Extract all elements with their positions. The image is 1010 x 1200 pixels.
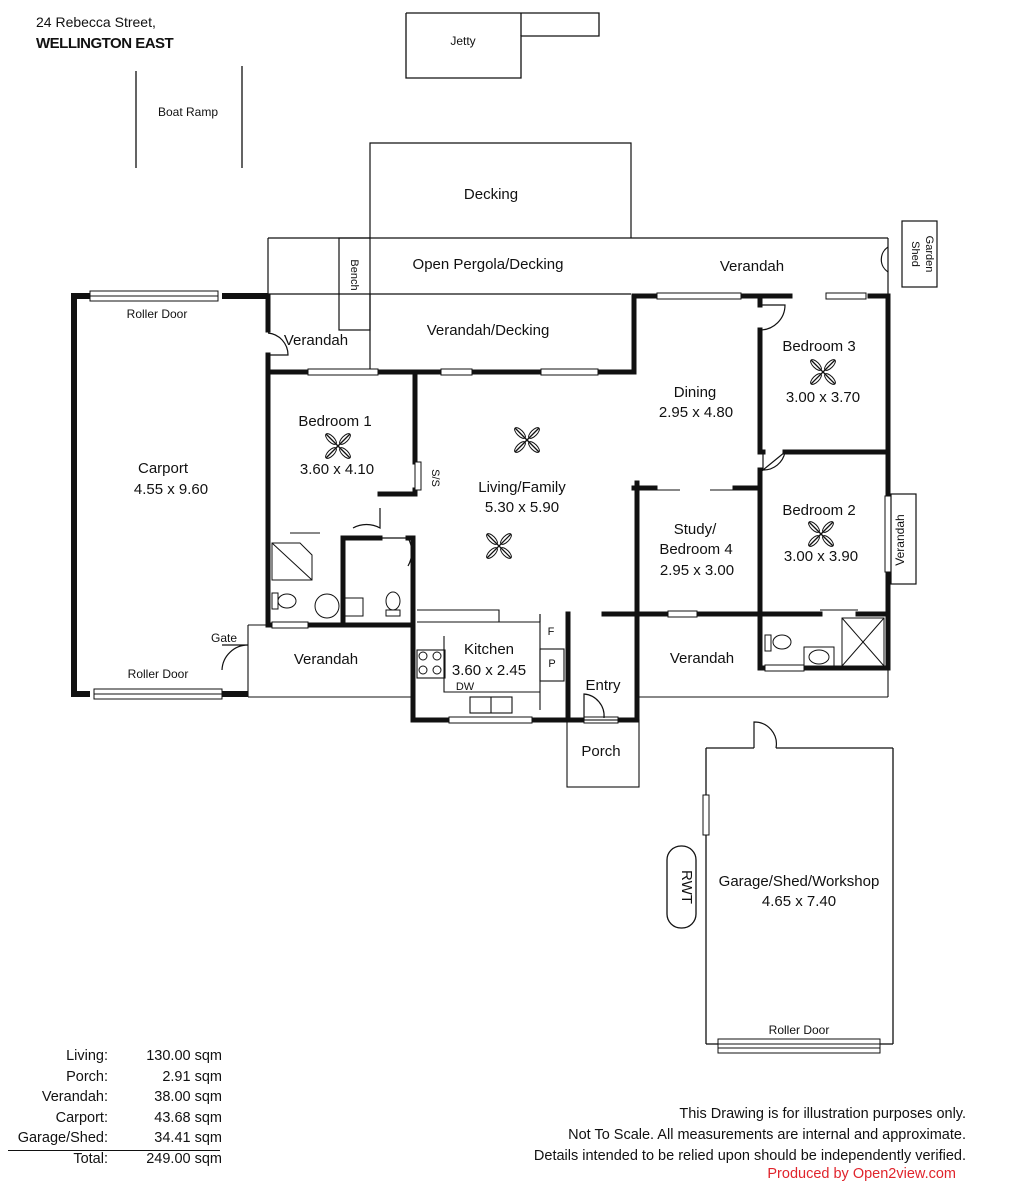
disclaimer-line-1: This Drawing is for illustration purpose… <box>679 1106 966 1122</box>
credit-link[interactable]: Produced by Open2view.com <box>767 1166 956 1182</box>
dw-label: DW <box>456 681 475 693</box>
disclaimer: This Drawing is for illustration purpose… <box>534 1104 966 1167</box>
bench-label: Bench <box>348 259 360 290</box>
verandah-side-label: Verandah <box>893 514 907 565</box>
bedroom3-fan-icon <box>808 357 838 387</box>
carport-roller-door-bottom-label: Roller Door <box>128 667 189 681</box>
area-total-rule <box>8 1150 220 1151</box>
verandah-side-box <box>890 493 917 585</box>
verandah-right-label: Verandah <box>670 650 734 667</box>
entry-label: Entry <box>585 677 621 694</box>
outdoor-outlines <box>267 142 938 370</box>
fridge-label: F <box>548 626 555 638</box>
bedroom1-fan-icon <box>323 431 353 461</box>
boat-ramp-label: Boat Ramp <box>158 105 218 119</box>
carport-dims: 4.55 x 9.60 <box>134 481 208 498</box>
pantry-label: P <box>548 658 555 670</box>
living-fan-icon-2 <box>484 531 514 561</box>
verandah-top-label: Verandah <box>720 258 784 275</box>
area-row-verandah: Verandah:38.00 sqm <box>41 1089 222 1106</box>
garden-shed-label-1: Garden <box>923 236 935 273</box>
verandah-decking-label: Verandah/Decking <box>427 322 550 339</box>
carport-label: Carport <box>138 460 189 477</box>
jetty-label: Jetty <box>450 34 475 48</box>
decking-label: Decking <box>464 186 518 203</box>
jetty <box>405 12 600 79</box>
address-street: 24 Rebecca Street, <box>36 14 156 30</box>
dining-dims: 2.95 x 4.80 <box>659 404 733 421</box>
area-row-garage: Garage/Shed:34.41 sqm <box>17 1130 222 1147</box>
area-row-carport: Carport:43.68 sqm <box>55 1109 222 1126</box>
area-row-living: Living:130.00 sqm <box>66 1048 222 1064</box>
living-dims: 5.30 x 5.90 <box>485 499 559 516</box>
carport-roller-door-label: Roller Door <box>127 307 188 321</box>
garage-roller-door-label: Roller Door <box>769 1023 830 1037</box>
garage-dims: 4.65 x 7.40 <box>762 893 836 910</box>
porch-label: Porch <box>581 743 620 760</box>
bedroom2-label: Bedroom 2 <box>782 502 855 519</box>
area-row-porch: Porch:2.91 sqm <box>66 1068 222 1085</box>
garden-shed-label-2: Shed <box>909 241 921 267</box>
ss-label: S/S <box>429 469 441 487</box>
study-dims: 2.95 x 3.00 <box>660 562 734 579</box>
rwt-tank <box>666 845 697 929</box>
bathroom-fixtures <box>271 542 885 675</box>
living-label: Living/Family <box>478 479 566 496</box>
interior-thin <box>247 489 889 788</box>
bedroom3-label: Bedroom 3 <box>782 338 855 355</box>
garage-walls <box>702 747 894 1054</box>
bedroom2-dims: 3.00 x 3.90 <box>784 548 858 565</box>
bedroom3-dims: 3.00 x 3.70 <box>786 389 860 406</box>
verandah-small-label: Verandah <box>284 332 348 349</box>
kitchen-dims: 3.60 x 2.45 <box>452 662 526 679</box>
carport-walls <box>71 290 268 700</box>
study-label-2: Bedroom 4 <box>659 541 732 558</box>
door-swings <box>221 304 786 749</box>
bedroom1-label: Bedroom 1 <box>298 413 371 430</box>
verandah-left-label: Verandah <box>294 651 358 668</box>
open-pergola-label: Open Pergola/Decking <box>413 256 564 273</box>
kitchen-label: Kitchen <box>464 641 514 658</box>
gate-label: Gate <box>211 631 237 645</box>
living-fan-icon-1 <box>512 425 542 455</box>
garage-label: Garage/Shed/Workshop <box>719 873 880 890</box>
area-row-total: Total:249.00 sqm <box>73 1150 222 1167</box>
disclaimer-line-3: Details intended to be relied upon shoul… <box>533 1148 966 1164</box>
study-label: Study/ <box>674 521 717 538</box>
bedroom1-dims: 3.60 x 4.10 <box>300 461 374 478</box>
bedroom2-fan-icon <box>806 519 836 549</box>
address-suburb: WELLINGTON EAST <box>36 35 174 52</box>
disclaimer-line-2: Not To Scale. All measurements are inter… <box>568 1127 966 1143</box>
rwt-label: RWT <box>678 870 695 904</box>
dining-label: Dining <box>674 384 717 401</box>
area-summary: Living:130.00 sqm Porch:2.91 sqm Veranda… <box>8 1046 222 1170</box>
